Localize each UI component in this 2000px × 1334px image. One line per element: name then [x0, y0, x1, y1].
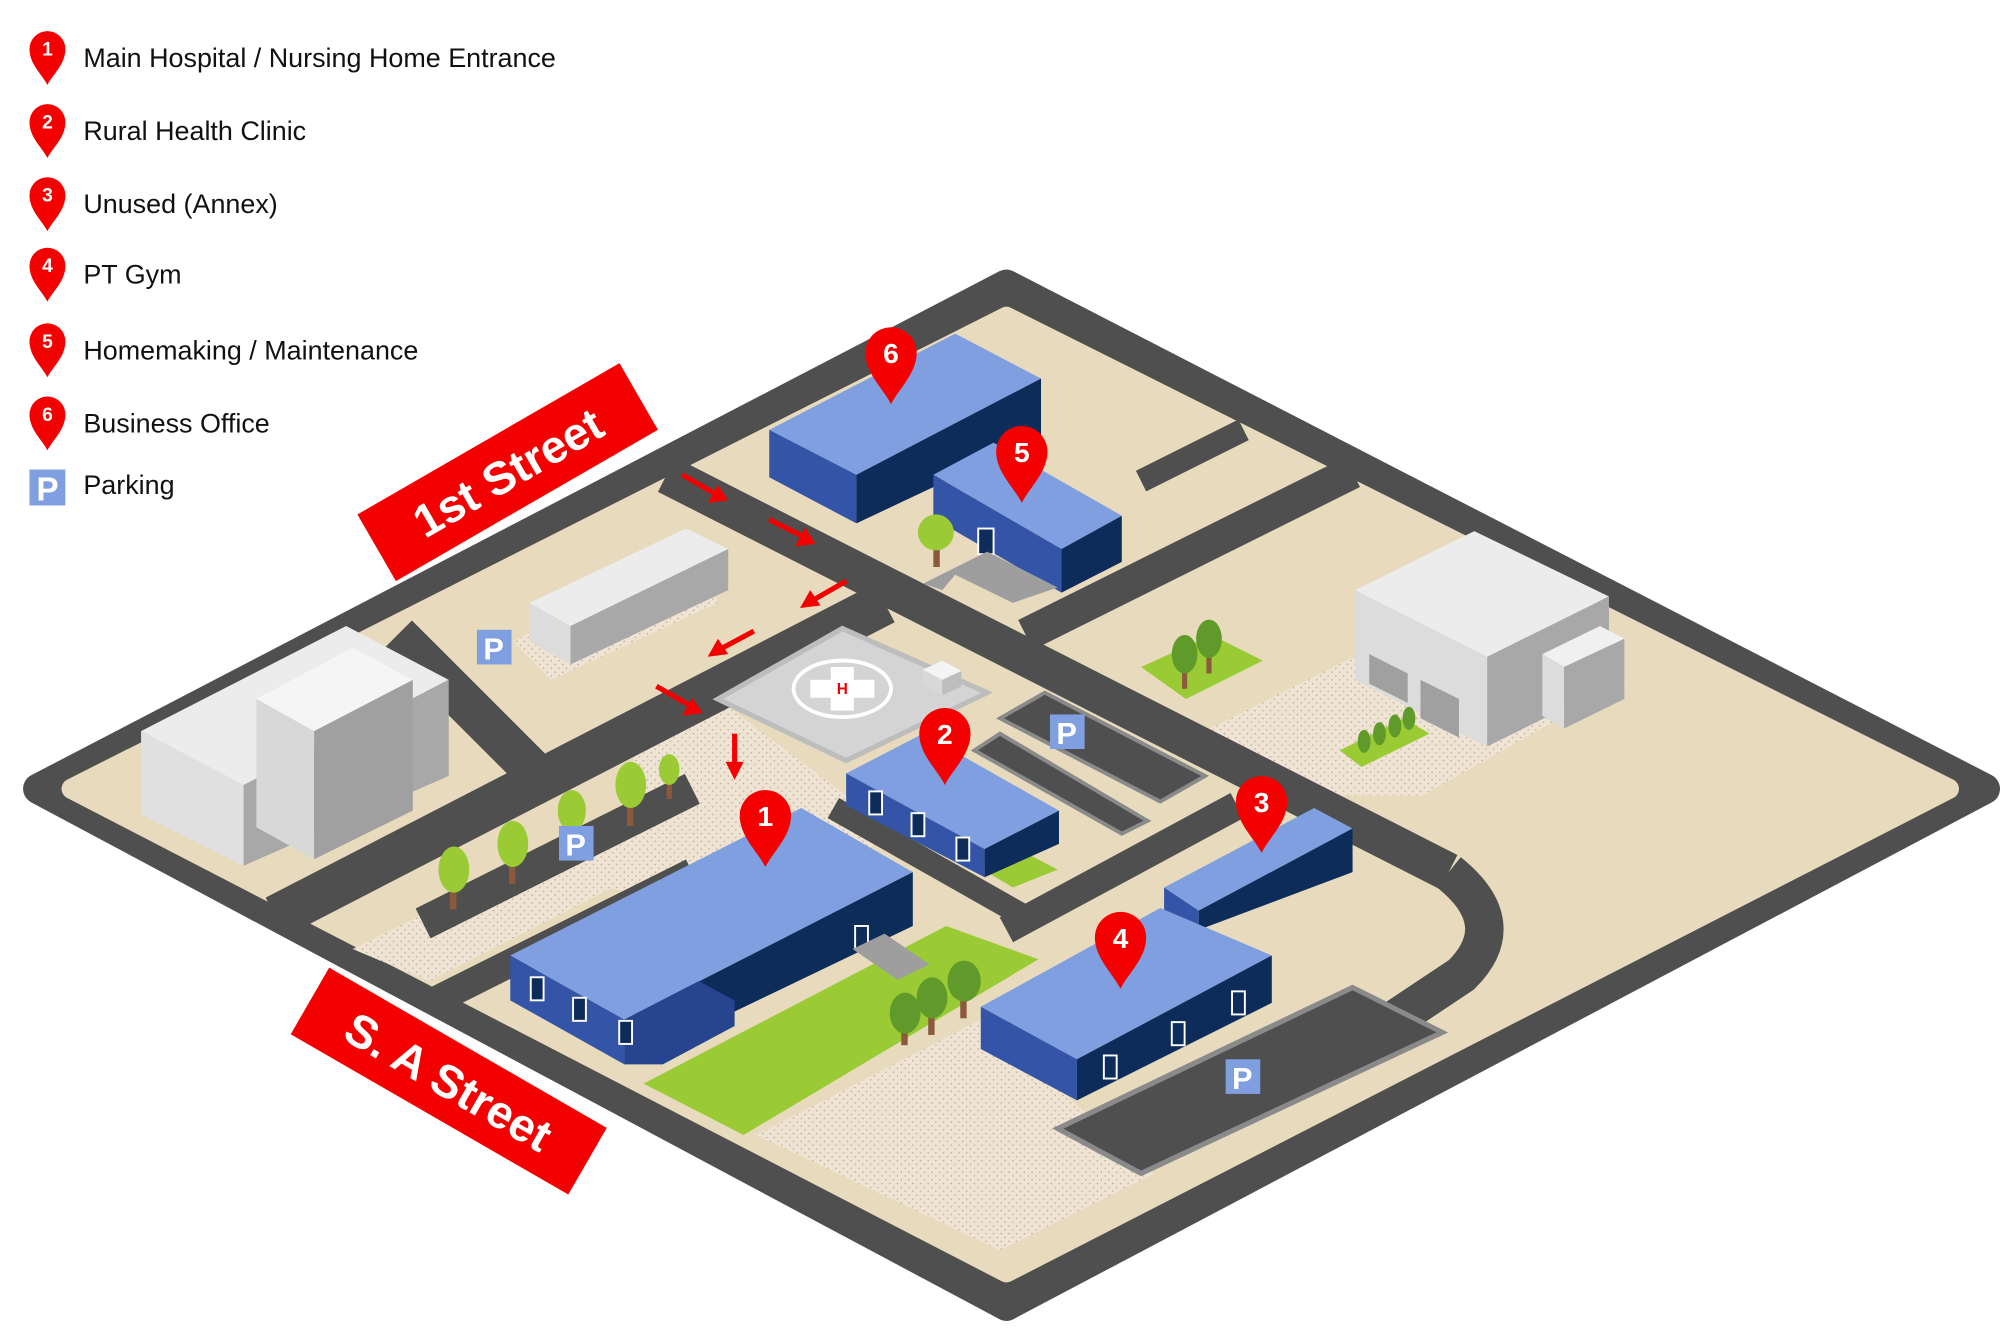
svg-text:P: P	[1232, 1061, 1253, 1096]
svg-text:2: 2	[937, 718, 953, 750]
svg-text:5: 5	[1014, 436, 1030, 468]
legend-item-2: 2 Rural Health Clinic	[29, 104, 306, 159]
building-4-pt-gym	[980, 908, 1272, 1101]
parking-sign: P	[476, 629, 512, 666]
legend-item-3: 3 Unused (Annex)	[29, 177, 278, 232]
svg-text:1: 1	[42, 39, 53, 60]
interior-roads	[265, 419, 1504, 1042]
svg-text:3: 3	[42, 186, 53, 207]
parking-sign: P	[1225, 1059, 1261, 1096]
direction-arrows	[655, 472, 848, 780]
pin-icon: 5	[29, 323, 66, 378]
tree-icon	[917, 514, 954, 567]
svg-text:P: P	[36, 471, 58, 508]
tree-icon	[438, 846, 470, 910]
legend-label: Parking	[83, 470, 174, 500]
building-3-unused-annex	[1164, 808, 1353, 930]
svg-text:6: 6	[42, 405, 53, 426]
tree-icon	[889, 992, 921, 1046]
helipad: H	[712, 625, 994, 764]
svg-text:1: 1	[758, 800, 774, 832]
tree-icon	[1357, 706, 1416, 753]
pin-icon: 4	[29, 247, 66, 302]
helipad-label: H	[837, 681, 848, 698]
building-5-homemaking-maintenance	[923, 442, 1122, 603]
tree-icon	[947, 960, 981, 1019]
tree-icon	[1171, 634, 1198, 689]
svg-text:P: P	[1056, 716, 1077, 751]
tree-icon	[658, 754, 680, 800]
legend-item-6: 6 Business Office	[29, 396, 270, 451]
pin-icon: 3	[29, 177, 66, 232]
legend-label: Unused (Annex)	[83, 189, 277, 219]
arrow-icon	[768, 517, 816, 547]
building-2-rural-health-clinic	[846, 733, 1059, 878]
pin-icon: 1	[29, 31, 66, 85]
legend-item-5: 5 Homemaking / Maintenance	[29, 323, 418, 378]
map-pin-6[interactable]: 6	[865, 327, 917, 405]
parking-icon	[29, 469, 66, 506]
arrow-icon	[707, 628, 756, 657]
tree-icon	[497, 820, 529, 884]
grass-areas	[643, 634, 1430, 1135]
svg-text:P: P	[483, 631, 504, 666]
building-6-business-office	[769, 333, 1042, 524]
gray-warehouse	[1355, 531, 1625, 747]
gray-building-top	[529, 528, 729, 665]
pin-icon: 2	[29, 104, 66, 159]
tree-icon	[916, 977, 948, 1035]
trees	[438, 514, 1416, 1046]
parking-sign: P	[1050, 714, 1085, 751]
legend-item-parking: P Parking	[29, 469, 175, 508]
map-pin-5[interactable]: 5	[996, 425, 1048, 503]
legend-label: Main Hospital / Nursing Home Entrance	[83, 43, 556, 73]
tree-icon	[1196, 619, 1222, 674]
svg-text:4: 4	[42, 256, 53, 277]
parking-sign: P	[558, 825, 594, 862]
arrow-icon	[800, 578, 848, 609]
legend-label: PT Gym	[83, 260, 181, 290]
arrow-icon	[680, 472, 729, 503]
legend-item-1: 1 Main Hospital / Nursing Home Entrance	[29, 31, 556, 85]
svg-text:6: 6	[883, 337, 899, 369]
arrow-icon	[725, 733, 744, 780]
gray-building-left	[141, 625, 449, 866]
legend-label: Homemaking / Maintenance	[83, 335, 418, 365]
pin-icon: 6	[29, 396, 66, 451]
map-pin-3[interactable]: 3	[1235, 775, 1288, 853]
arrow-icon	[655, 684, 703, 716]
legend-item-4: 4 PT Gym	[29, 247, 182, 302]
map-pin-1[interactable]: 1	[739, 790, 792, 867]
svg-text:4: 4	[1113, 922, 1129, 954]
svg-text:P: P	[565, 827, 586, 862]
svg-text:2: 2	[42, 113, 53, 134]
svg-text:3: 3	[1254, 786, 1270, 818]
legend: 1 Main Hospital / Nursing Home Entrance …	[29, 31, 556, 508]
svg-text:5: 5	[42, 332, 53, 353]
building-1-main-hospital	[510, 808, 930, 1065]
map-pin-4[interactable]: 4	[1094, 911, 1147, 989]
tree-icon	[615, 761, 647, 826]
legend-label: Rural Health Clinic	[83, 116, 306, 146]
map-pin-2[interactable]: 2	[919, 708, 971, 785]
legend-label: Business Office	[83, 408, 269, 438]
